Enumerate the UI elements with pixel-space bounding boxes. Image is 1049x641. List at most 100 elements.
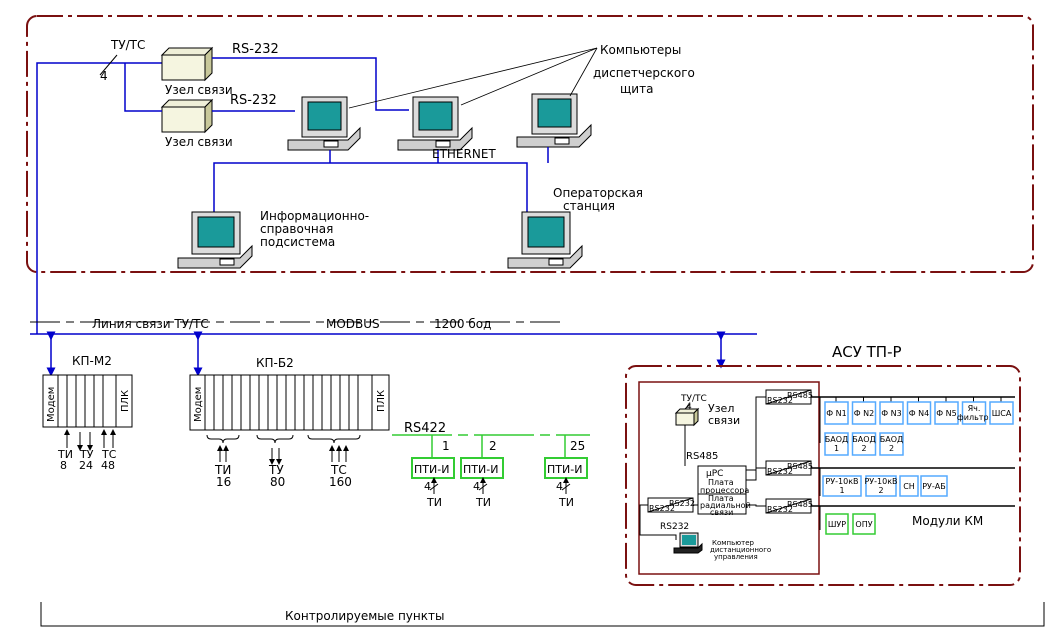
asu-inner-frame: [638, 381, 820, 575]
kpb2-brace-tu: [256, 434, 294, 444]
asu-rs232-label: RS232: [660, 522, 689, 532]
info-label-2: справочная: [260, 222, 333, 236]
km-row1-module-7-box: [989, 401, 1014, 425]
asu-processor-board: [697, 465, 747, 495]
km-row2-module-3: СН: [903, 482, 915, 491]
info-label-3: подсистема: [260, 235, 335, 249]
kpb2-signal-arrows: [217, 445, 349, 465]
pc-label-3: управления: [714, 553, 758, 561]
km-row1-module-4-box: [906, 401, 932, 425]
control-room-frame: [26, 15, 1034, 273]
pti-ti-3: ТИ: [558, 496, 574, 509]
info-system-computer: [177, 211, 253, 269]
asu-four: 4: [686, 402, 692, 412]
link-line-left: [36, 62, 162, 334]
pti-label-2: ПТИ-И: [463, 463, 498, 476]
kpb2-rack: [189, 374, 390, 431]
converter-2: [765, 460, 812, 476]
conv1-rs232: RS232: [767, 396, 793, 405]
line-label-3: 1200 бод: [434, 317, 491, 331]
rs422-label: RS422: [404, 421, 446, 436]
computers-label-2: диспетчерского: [593, 66, 695, 80]
kpm2-plk: ПЛК: [120, 390, 131, 412]
computers-label-1: Компьютеры: [600, 43, 681, 57]
asu-comm-node: [674, 407, 700, 427]
km-row1-module-6-box: [961, 401, 987, 425]
tu-ts-label: ТУ/ТС: [110, 38, 145, 52]
pti-ti-2: ТИ: [475, 496, 491, 509]
asu-board2-l2: радиальной: [700, 501, 751, 510]
info-label-1: Информационно-: [260, 209, 369, 223]
kpb2-n-ti: 16: [216, 475, 231, 489]
rs232-label-a: RS-232: [232, 42, 279, 57]
operator-station-computer: [507, 211, 583, 269]
km-row3-module-2-box: [852, 513, 876, 535]
km-row1-module-4: Ф N4: [909, 409, 930, 418]
km-row1-module-2-box: [851, 401, 877, 425]
rs422-n1: 1: [442, 439, 450, 453]
conv4-rs232b: RS232: [649, 504, 675, 513]
comm-node-2-label: Узел связи: [165, 135, 233, 149]
km-baod-module-3-box: [879, 432, 904, 456]
kpb2-n-ts: 160: [329, 475, 352, 489]
rs232-line-b: [124, 63, 162, 112]
km-row3-module-1: ШУР: [828, 520, 846, 529]
computer-2: [397, 96, 473, 151]
pti-arrows: [429, 477, 571, 494]
asu-radial-board: [697, 493, 747, 515]
pc-label-1: Компьютер: [712, 539, 755, 547]
conv3-rs485: RS485: [787, 500, 813, 509]
line-label-2: MODBUS: [326, 317, 380, 331]
ethernet-label: ETHERNET: [432, 147, 496, 161]
kpm2-title: КП-М2: [72, 354, 112, 368]
kpb2-title: КП-Б2: [256, 356, 294, 370]
asu-node-l2: связи: [708, 414, 740, 427]
kpm2-tu: ТУ: [79, 448, 94, 461]
asu-board2-l1: Плата: [708, 494, 734, 503]
kpm2-rack: [42, 374, 133, 428]
asu-board1-l1: Плата: [708, 478, 734, 487]
km-row1-module-5: Ф N5: [936, 409, 957, 418]
pti-four-2: 4: [473, 480, 480, 493]
asu-title: АСУ ТП-Р: [832, 343, 902, 361]
km-row1-module-7: ШСА: [992, 409, 1012, 418]
conv2-rs232: RS232: [767, 467, 793, 476]
asu-tu-ts: ТУ/ТС: [680, 394, 707, 404]
pc-label-2: дистанционного: [710, 546, 771, 554]
conv4-rs232: RS232: [669, 499, 695, 508]
kpb2-brace-ts: [307, 434, 361, 444]
pti-label-3: ПТИ-И: [547, 463, 582, 476]
asu-rs485-label: RS485: [686, 451, 718, 462]
computer-3: [516, 93, 592, 148]
controlled-points-label: Контролируемые пункты: [285, 609, 444, 623]
rs232-label-b: RS-232: [230, 93, 277, 108]
conv2-rs485: RS485: [787, 462, 813, 471]
computers-label-3: щита: [620, 82, 653, 96]
remote-control-computer: [673, 532, 703, 554]
controlled-points-bracket: [40, 602, 1045, 627]
operator-label-1: Операторская: [553, 186, 643, 200]
km-row2-module-1-box: [822, 475, 862, 497]
km-row2-module-2-box: [865, 475, 897, 497]
kpb2-ti: ТИ: [214, 463, 231, 477]
km-row1-module-3: Ф N3: [881, 409, 902, 418]
km-row2-module-3-box: [899, 475, 919, 497]
modules-label: Модули КМ: [912, 514, 983, 528]
kpm2-signal-arrows: [64, 429, 116, 451]
asu-node-l1: Узел: [708, 402, 734, 415]
comm-node-1: [160, 46, 214, 82]
km-row3-module-2: ОПУ: [855, 520, 872, 529]
km-row3-module-1-box: [825, 513, 849, 535]
conv3-rs232: RS232: [767, 505, 793, 514]
kpm2-n-ts: 48: [101, 459, 115, 472]
count-label: 4: [100, 69, 108, 83]
pti-four-3: 4: [556, 480, 563, 493]
operator-label-2: станция: [563, 199, 615, 213]
kpm2-n-tu: 24: [79, 459, 93, 472]
